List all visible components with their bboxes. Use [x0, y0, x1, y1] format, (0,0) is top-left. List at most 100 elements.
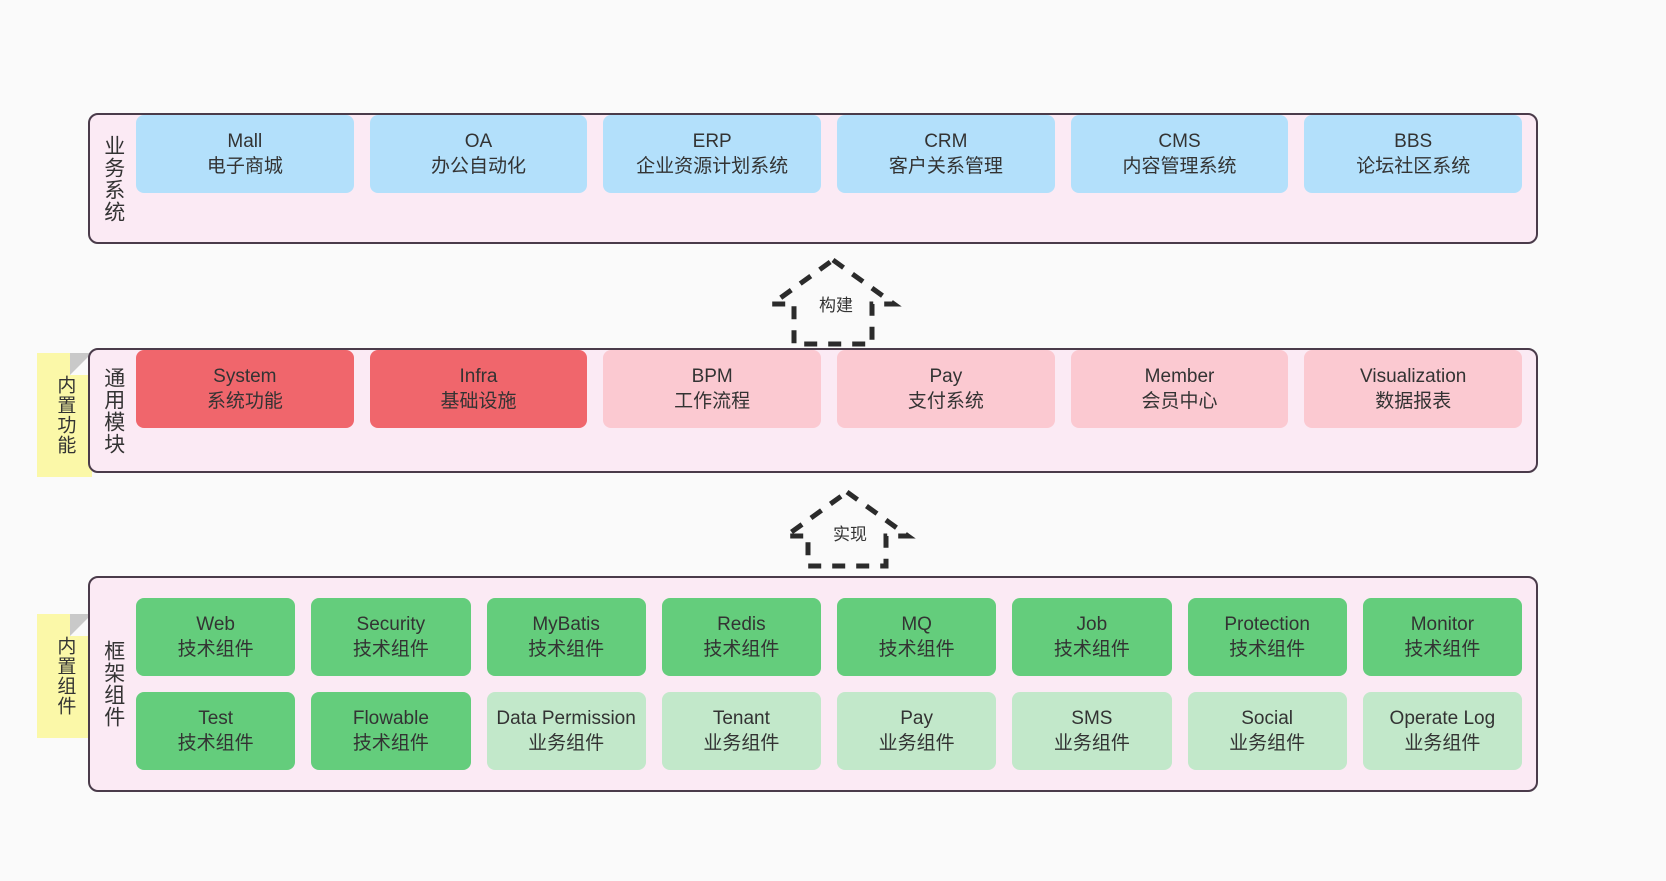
node-monitor[interactable]: Monitor 技术组件 — [1362, 598, 1522, 676]
node-subtitle: 客户关系管理 — [888, 156, 1003, 177]
node-title: Member — [1144, 365, 1215, 387]
node-title: Data Permission — [496, 707, 636, 729]
node-title: Infra — [459, 365, 498, 387]
node-subtitle: 业务组件 — [878, 733, 955, 754]
node-title: Tenant — [712, 707, 770, 729]
layer-title-business: 业务系统 — [101, 134, 125, 223]
node-title: CMS — [1158, 130, 1201, 152]
node-subtitle: 系统功能 — [206, 391, 283, 412]
node-subtitle: 技术组件 — [352, 639, 429, 660]
node-subtitle: 业务组件 — [703, 733, 780, 754]
arrow-label-implement: 实现 — [833, 525, 867, 544]
node-tenant[interactable]: Tenant 业务组件 — [661, 692, 821, 770]
node-subtitle: 论坛社区系统 — [1356, 156, 1471, 177]
node-bpm[interactable]: BPM 工作流程 — [603, 350, 822, 428]
arrow-implement: 实现 — [772, 488, 922, 569]
node-subtitle: 技术组件 — [1229, 639, 1306, 660]
node-mall[interactable]: Mall 电子商城 — [136, 115, 354, 193]
node-social[interactable]: Social 业务组件 — [1187, 692, 1347, 770]
node-protection[interactable]: Protection 技术组件 — [1187, 598, 1347, 676]
node-subtitle: 基础设施 — [440, 391, 517, 412]
node-title: BBS — [1394, 130, 1433, 152]
layer-business-system: 业务系统 Mall 电子商城 OA 办公自动化 ERP 企业资源计划系统 CRM… — [88, 113, 1538, 244]
node-subtitle: 业务组件 — [1404, 733, 1481, 754]
node-member[interactable]: Member 会员中心 — [1070, 350, 1289, 428]
node-title: Test — [198, 707, 234, 729]
generalization-arrow-shape — [778, 488, 916, 569]
layer-common-module: 通用模块 System 系统功能 Infra 基础设施 BPM 工作流程 Pay… — [88, 348, 1538, 473]
node-title: MyBatis — [532, 613, 600, 635]
node-flowable[interactable]: Flowable 技术组件 — [311, 692, 471, 770]
node-test[interactable]: Test 技术组件 — [136, 692, 296, 770]
node-crm[interactable]: CRM 客户关系管理 — [837, 115, 1055, 193]
arrow-label-build: 构建 — [819, 296, 853, 315]
node-title: Monitor — [1410, 613, 1475, 635]
node-title: Pay — [900, 707, 933, 729]
note-text: 内置功能 — [54, 375, 76, 455]
node-oa[interactable]: OA 办公自动化 — [369, 115, 588, 193]
node-bbs[interactable]: BBS 论坛社区系统 — [1304, 115, 1523, 193]
node-subtitle: 技术组件 — [1404, 639, 1481, 660]
node-subtitle: 技术组件 — [703, 639, 780, 660]
node-title: ERP — [692, 130, 732, 152]
node-pay-module[interactable]: Pay 支付系统 — [837, 350, 1055, 428]
node-system[interactable]: System 系统功能 — [136, 350, 354, 428]
node-subtitle: 业务组件 — [1053, 733, 1130, 754]
note-text: 内置组件 — [54, 636, 76, 716]
node-title: BPM — [691, 365, 733, 387]
node-title: Job — [1076, 613, 1108, 635]
note-builtin-function: 内置功能 — [37, 353, 92, 477]
node-title: Operate Log — [1389, 707, 1496, 729]
layer-row: System 系统功能 Infra 基础设施 BPM 工作流程 Pay 支付系统… — [136, 350, 1523, 428]
node-subtitle: 业务组件 — [528, 733, 605, 754]
node-mybatis[interactable]: MyBatis 技术组件 — [486, 598, 646, 676]
layer-framework-component: 框架组件 Web 技术组件 Security 技术组件 MyBatis 技术组件… — [88, 576, 1538, 792]
node-subtitle: 电子商城 — [206, 156, 283, 177]
node-title: Redis — [717, 613, 766, 635]
node-subtitle: 技术组件 — [528, 639, 605, 660]
node-title: SMS — [1071, 707, 1113, 729]
node-title: OA — [464, 130, 493, 152]
node-title: Social — [1241, 707, 1293, 729]
node-subtitle: 内容管理系统 — [1122, 156, 1237, 177]
node-job[interactable]: Job 技术组件 — [1012, 598, 1172, 676]
node-subtitle: 支付系统 — [907, 391, 984, 412]
node-title: CRM — [924, 130, 968, 152]
node-subtitle: 技术组件 — [177, 733, 254, 754]
node-title: System — [213, 365, 277, 387]
node-cms[interactable]: CMS 内容管理系统 — [1070, 115, 1289, 193]
node-subtitle: 技术组件 — [878, 639, 955, 660]
node-infra[interactable]: Infra 基础设施 — [369, 350, 588, 428]
layer-body-common: System 系统功能 Infra 基础设施 BPM 工作流程 Pay 支付系统… — [136, 350, 1536, 428]
node-title: MQ — [901, 613, 932, 635]
node-data-permission[interactable]: Data Permission 业务组件 — [486, 692, 646, 770]
node-subtitle: 技术组件 — [1053, 639, 1130, 660]
node-web[interactable]: Web 技术组件 — [136, 598, 296, 676]
node-title: Web — [196, 613, 235, 635]
note-builtin-component: 内置组件 — [37, 614, 92, 738]
layer-body-business: Mall 电子商城 OA 办公自动化 ERP 企业资源计划系统 CRM 客户关系… — [136, 115, 1536, 193]
layer-row: Web 技术组件 Security 技术组件 MyBatis 技术组件 Redi… — [136, 598, 1522, 676]
node-security[interactable]: Security 技术组件 — [311, 598, 471, 676]
node-title: Security — [356, 613, 426, 635]
node-mq[interactable]: MQ 技术组件 — [837, 598, 997, 676]
layer-title-common: 通用模块 — [101, 366, 125, 455]
layer-row: Mall 电子商城 OA 办公自动化 ERP 企业资源计划系统 CRM 客户关系… — [136, 115, 1523, 193]
node-subtitle: 业务组件 — [1229, 733, 1306, 754]
node-title: Pay — [929, 365, 963, 387]
node-redis[interactable]: Redis 技术组件 — [661, 598, 821, 676]
node-subtitle: 技术组件 — [177, 639, 254, 660]
node-subtitle: 会员中心 — [1141, 391, 1218, 412]
node-title: Protection — [1224, 613, 1310, 635]
node-sms[interactable]: SMS 业务组件 — [1012, 692, 1172, 770]
node-visualization[interactable]: Visualization 数据报表 — [1304, 350, 1523, 428]
node-subtitle: 工作流程 — [674, 391, 751, 412]
node-title: Visualization — [1360, 365, 1467, 387]
node-title: Mall — [227, 130, 263, 152]
layer-title-framework: 框架组件 — [101, 640, 125, 728]
node-erp[interactable]: ERP 企业资源计划系统 — [603, 115, 822, 193]
node-operate-log[interactable]: Operate Log 业务组件 — [1362, 692, 1522, 770]
arrow-build: 构建 — [758, 256, 908, 348]
node-pay-component[interactable]: Pay 业务组件 — [837, 692, 997, 770]
